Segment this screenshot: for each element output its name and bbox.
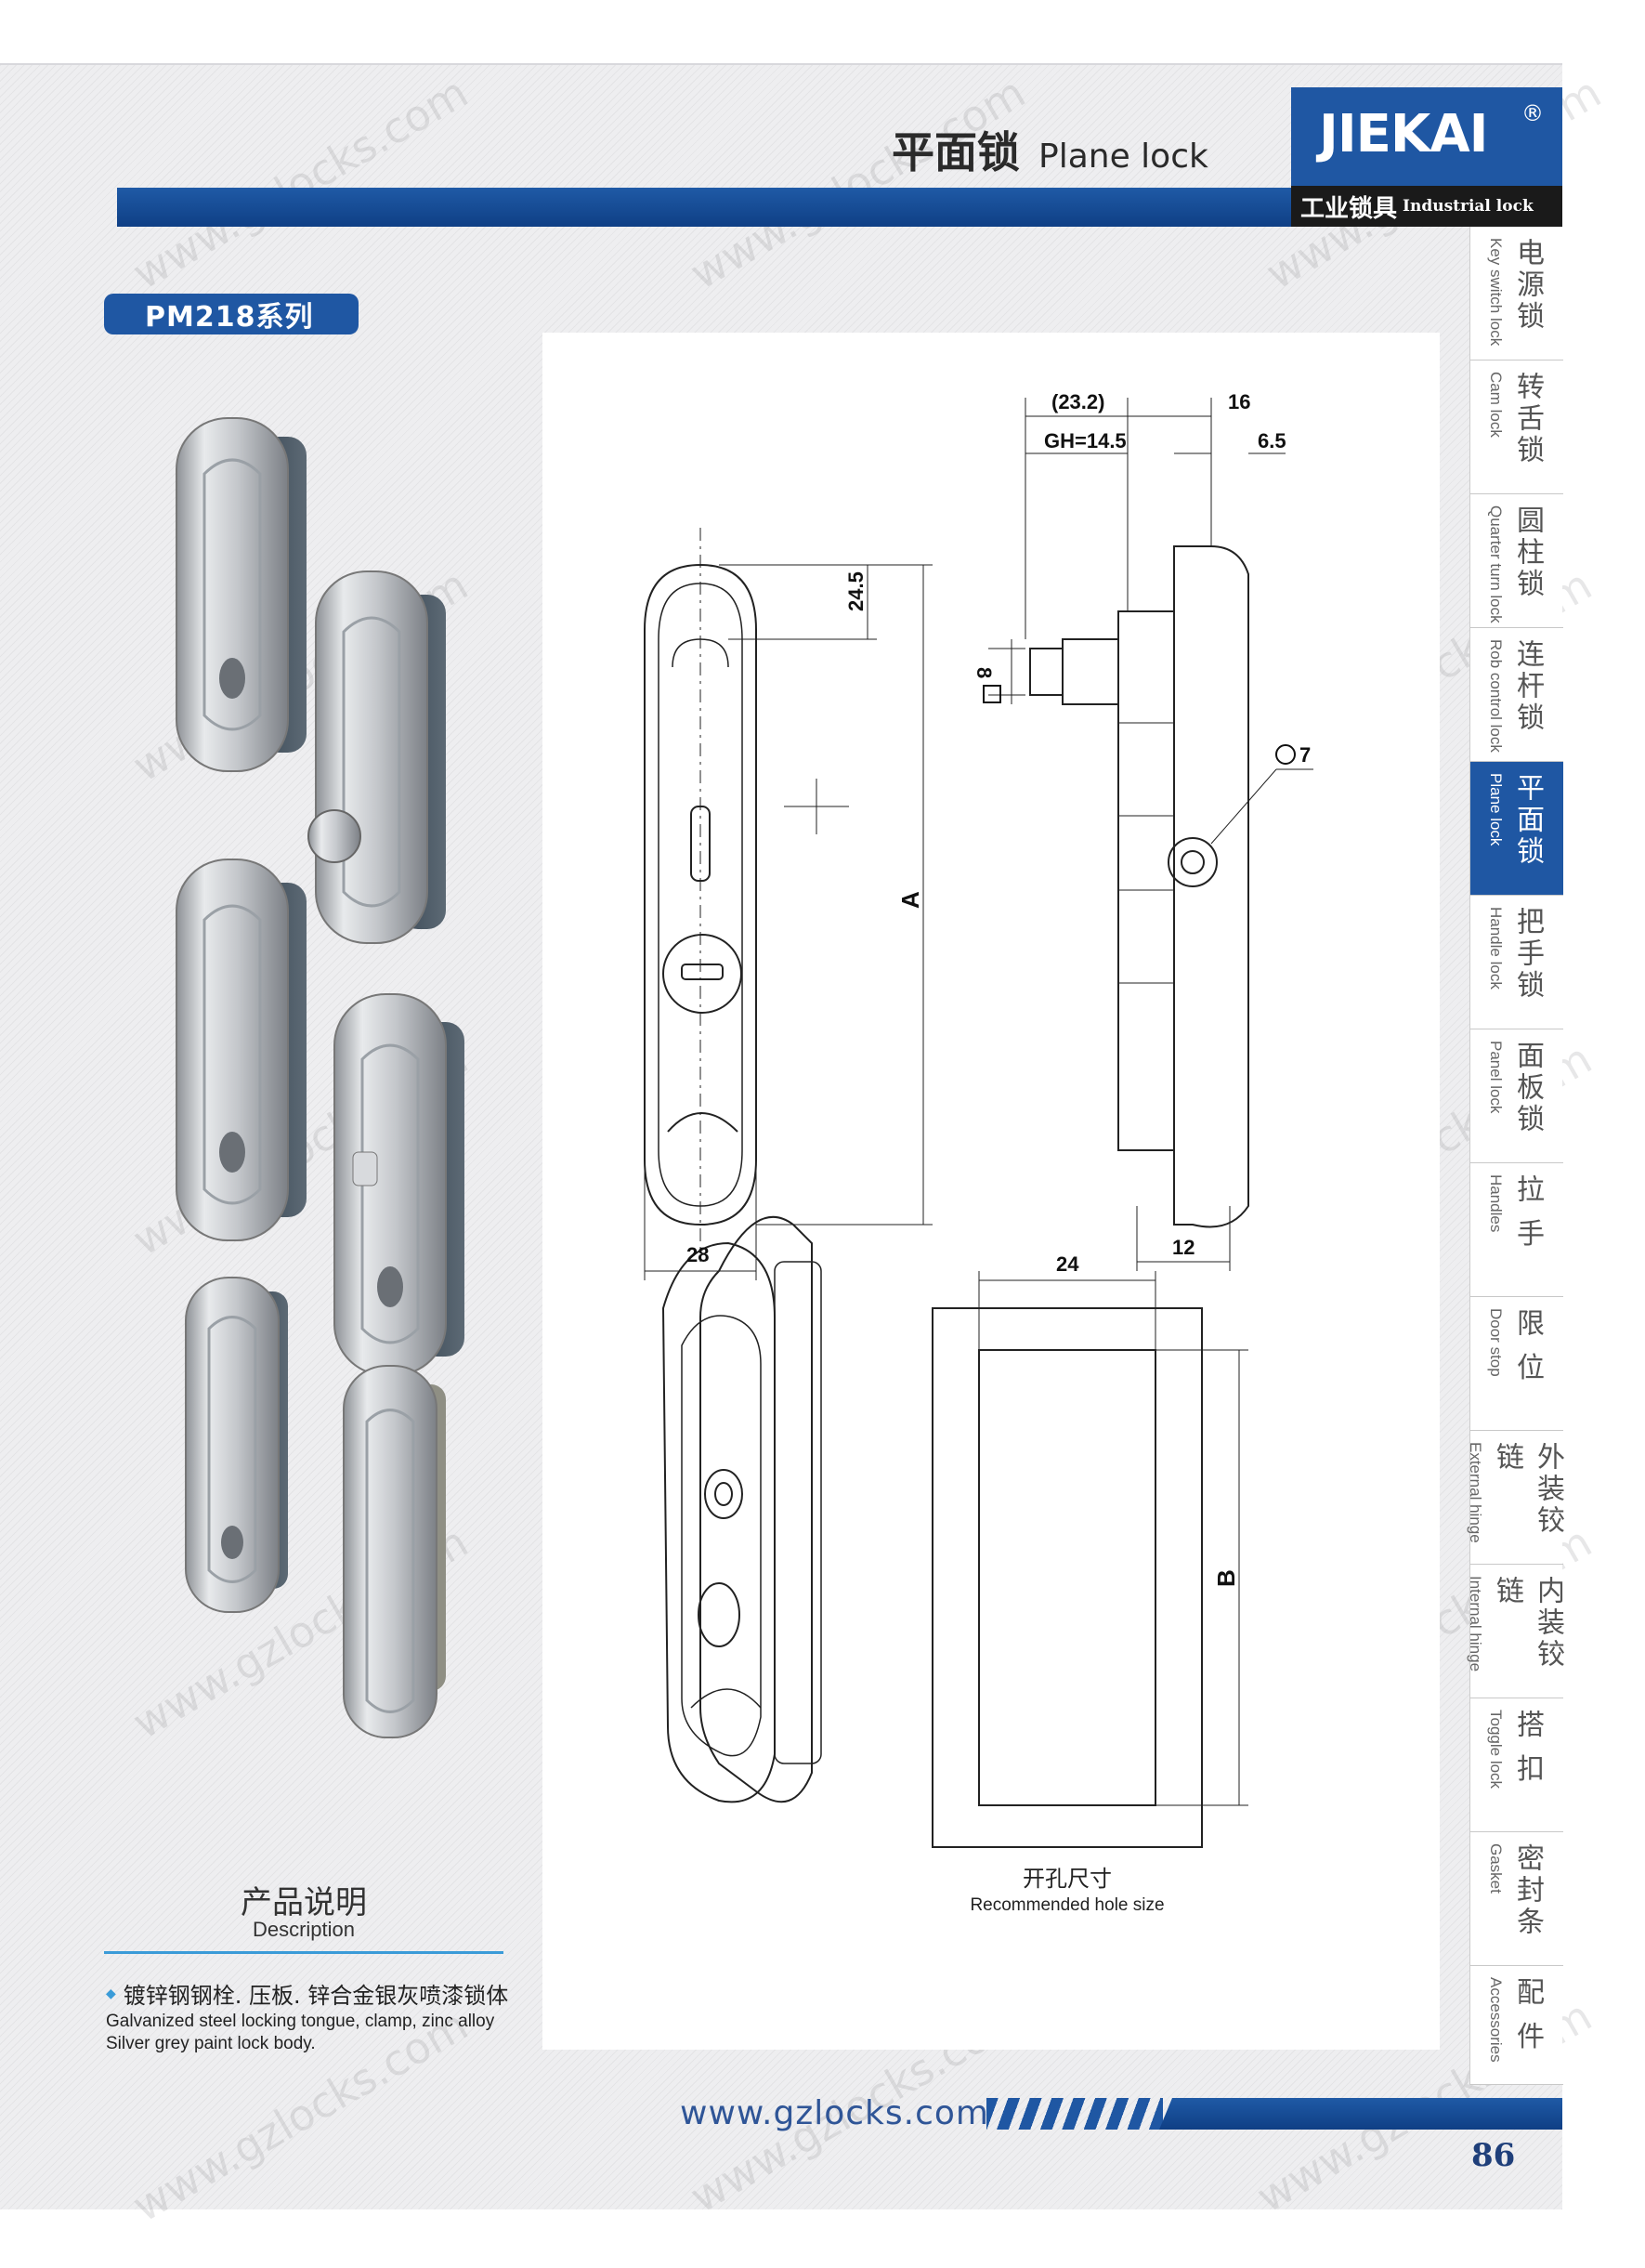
nav-item-plane-lock[interactable]: 平面锁 Plane lock (1470, 762, 1563, 896)
brand-logo: JIEKAI ® (1291, 87, 1562, 186)
dim-label: 7 (1299, 743, 1311, 767)
description-line: Silver grey paint lock body. (106, 2034, 316, 2053)
dim-label: 28 (686, 1243, 709, 1266)
nav-item-label-zh: 搭 扣 (1511, 1710, 1544, 1786)
description-text-en: Galvanized steel locking tongue, clamp, … (106, 2011, 542, 2055)
dim-label: 6.5 (1258, 429, 1286, 452)
footer-website-link[interactable]: www.gzlocks.com (680, 2094, 989, 2132)
hole-size-drawing (932, 1271, 1248, 1848)
nav-item-label-zh: 密封条 (1511, 1843, 1544, 1938)
nav-item-label-zh: 转舌锁 (1511, 372, 1544, 466)
dim-label: GH=14.5 (1044, 429, 1127, 452)
description-title-zh: 产品说明 (241, 1884, 367, 1921)
front-view-drawing (644, 528, 849, 1262)
nav-item-label-en: Plane lock (1487, 773, 1505, 846)
nav-item-label-en: Panel lock (1487, 1041, 1505, 1114)
hole-size-label-en: Recommended hole size (970, 1895, 1164, 1915)
nav-item-label-zh: 把手锁 (1511, 907, 1544, 1002)
brand-subtitle-en: Industrial lock (1403, 197, 1534, 216)
nav-item-cam-lock[interactable]: 转舌锁 Cam lock (1470, 361, 1563, 494)
hole-size-label-zh: 开孔尺寸 (1023, 1866, 1112, 1892)
description-line: Galvanized steel locking tongue, clamp, … (106, 2012, 495, 2031)
dim-label: 24.5 (844, 571, 868, 611)
nav-item-door-stop[interactable]: 限 位 Door stop (1470, 1297, 1563, 1431)
nav-item-label-en: Rob control lock (1487, 639, 1505, 753)
nav-item-label-zh: 连杆锁 (1511, 639, 1544, 734)
nav-item-gasket[interactable]: 密封条 Gasket (1470, 1832, 1563, 1966)
dim-label: 8 (973, 667, 996, 678)
bullet-diamond-icon: ◆ (106, 1986, 116, 2001)
description-bullet-text: 镀锌钢钢栓. 压板. 锌合金银灰喷漆锁体 (123, 1983, 509, 2009)
nav-item-label-en: Handles (1487, 1174, 1505, 1233)
product-photo (176, 859, 307, 1241)
technical-drawing-panel: (23.2) 16 GH=14.5 6.5 8 7 24.5 A 28 12 2… (542, 333, 1440, 2050)
nav-item-accessories[interactable]: 配 件 Accessories (1470, 1966, 1563, 2085)
technical-drawing: (23.2) 16 GH=14.5 6.5 8 7 24.5 A 28 12 2… (644, 390, 1313, 1915)
nav-item-label-zh: 平面锁 (1511, 773, 1544, 868)
description-divider (104, 1951, 503, 1954)
brand-logo-text: JIEKAI (1319, 104, 1488, 164)
footer-stripes (986, 2098, 1163, 2130)
product-photos (176, 417, 464, 1738)
dim-label: A (896, 891, 924, 909)
nav-item-quarter-turn-lock[interactable]: 圆柱锁 Quarter turn lock (1470, 494, 1563, 628)
nav-item-label-zh: 拉 手 (1511, 1174, 1544, 1251)
diameter-symbol (1275, 744, 1296, 765)
dim-label: B (1212, 1569, 1240, 1587)
page-title: 平面锁 Plane lock (892, 119, 1208, 177)
brand-subtitle: 工业锁具 Industrial lock (1291, 186, 1562, 227)
dim-label: 12 (1172, 1236, 1195, 1259)
nav-item-toggle-lock[interactable]: 搭 扣 Toggle lock (1470, 1698, 1563, 1832)
nav-item-label-en: Accessories (1487, 1977, 1505, 2063)
nav-item-internal-hinge[interactable]: 内装铰链 Internal hinge (1467, 1565, 1564, 1698)
nav-item-label-en: Toggle lock (1487, 1710, 1505, 1789)
product-photo (176, 417, 307, 772)
square-symbol (983, 685, 1001, 703)
nav-item-external-hinge[interactable]: 外装铰链 External hinge (1467, 1431, 1564, 1565)
nav-item-label-en: Quarter turn lock (1487, 505, 1505, 623)
category-side-nav: 电源锁 Key switch lock 转舌锁 Cam lock 圆柱锁 Qua… (1467, 227, 1564, 2085)
description-title-en: Description (252, 1918, 356, 1941)
dim-label: 16 (1228, 390, 1250, 413)
nav-item-label-en: Handle lock (1487, 907, 1505, 990)
nav-item-label-en: Cam lock (1487, 372, 1505, 438)
product-photo (333, 993, 464, 1376)
perspective-view-drawing (661, 1215, 822, 1803)
nav-item-label-zh: 配 件 (1511, 1977, 1544, 2053)
registered-mark: ® (1521, 100, 1544, 126)
side-view-drawing (1029, 545, 1313, 1228)
nav-item-rob-control-lock[interactable]: 连杆锁 Rob control lock (1470, 628, 1563, 762)
nav-item-label-en: Internal hinge (1467, 1576, 1484, 1672)
nav-item-label-zh: 限 位 (1511, 1308, 1544, 1384)
nav-item-panel-lock[interactable]: 面板锁 Panel lock (1470, 1029, 1563, 1163)
nav-item-handles[interactable]: 拉 手 Handles (1470, 1163, 1563, 1297)
nav-item-label-en: Door stop (1487, 1308, 1505, 1377)
page-number: 86 (1471, 2137, 1516, 2174)
nav-item-label-zh: 圆柱锁 (1511, 505, 1544, 600)
page-title-en: Plane lock (1038, 138, 1208, 176)
nav-item-label-en: Gasket (1487, 1843, 1505, 1894)
page-title-zh: 平面锁 (892, 127, 1020, 177)
nav-item-label-zh: 内装铰链 (1491, 1576, 1564, 1671)
nav-item-label-en: Key switch lock (1487, 238, 1505, 347)
description-bullet: ◆ 镀锌钢钢栓. 压板. 锌合金银灰喷漆锁体 (106, 1977, 508, 2010)
nav-item-label-zh: 外装铰链 (1491, 1442, 1564, 1537)
brand-subtitle-zh: 工业锁具 (1300, 194, 1398, 223)
nav-item-label-zh: 面板锁 (1511, 1041, 1544, 1135)
nav-item-key-switch-lock[interactable]: 电源锁 Key switch lock (1470, 227, 1563, 361)
nav-item-label-zh: 电源锁 (1511, 238, 1544, 333)
series-badge: PM218系列 (104, 294, 359, 334)
product-photo (343, 1365, 446, 1738)
nav-item-handle-lock[interactable]: 把手锁 Handle lock (1470, 896, 1563, 1029)
product-photo (185, 1277, 288, 1613)
footer-bar (1159, 2098, 1562, 2130)
dim-label: (23.2) (1051, 390, 1104, 413)
dim-label: 24 (1056, 1252, 1079, 1276)
nav-item-label-en: External hinge (1467, 1442, 1484, 1543)
product-photo (307, 570, 446, 944)
